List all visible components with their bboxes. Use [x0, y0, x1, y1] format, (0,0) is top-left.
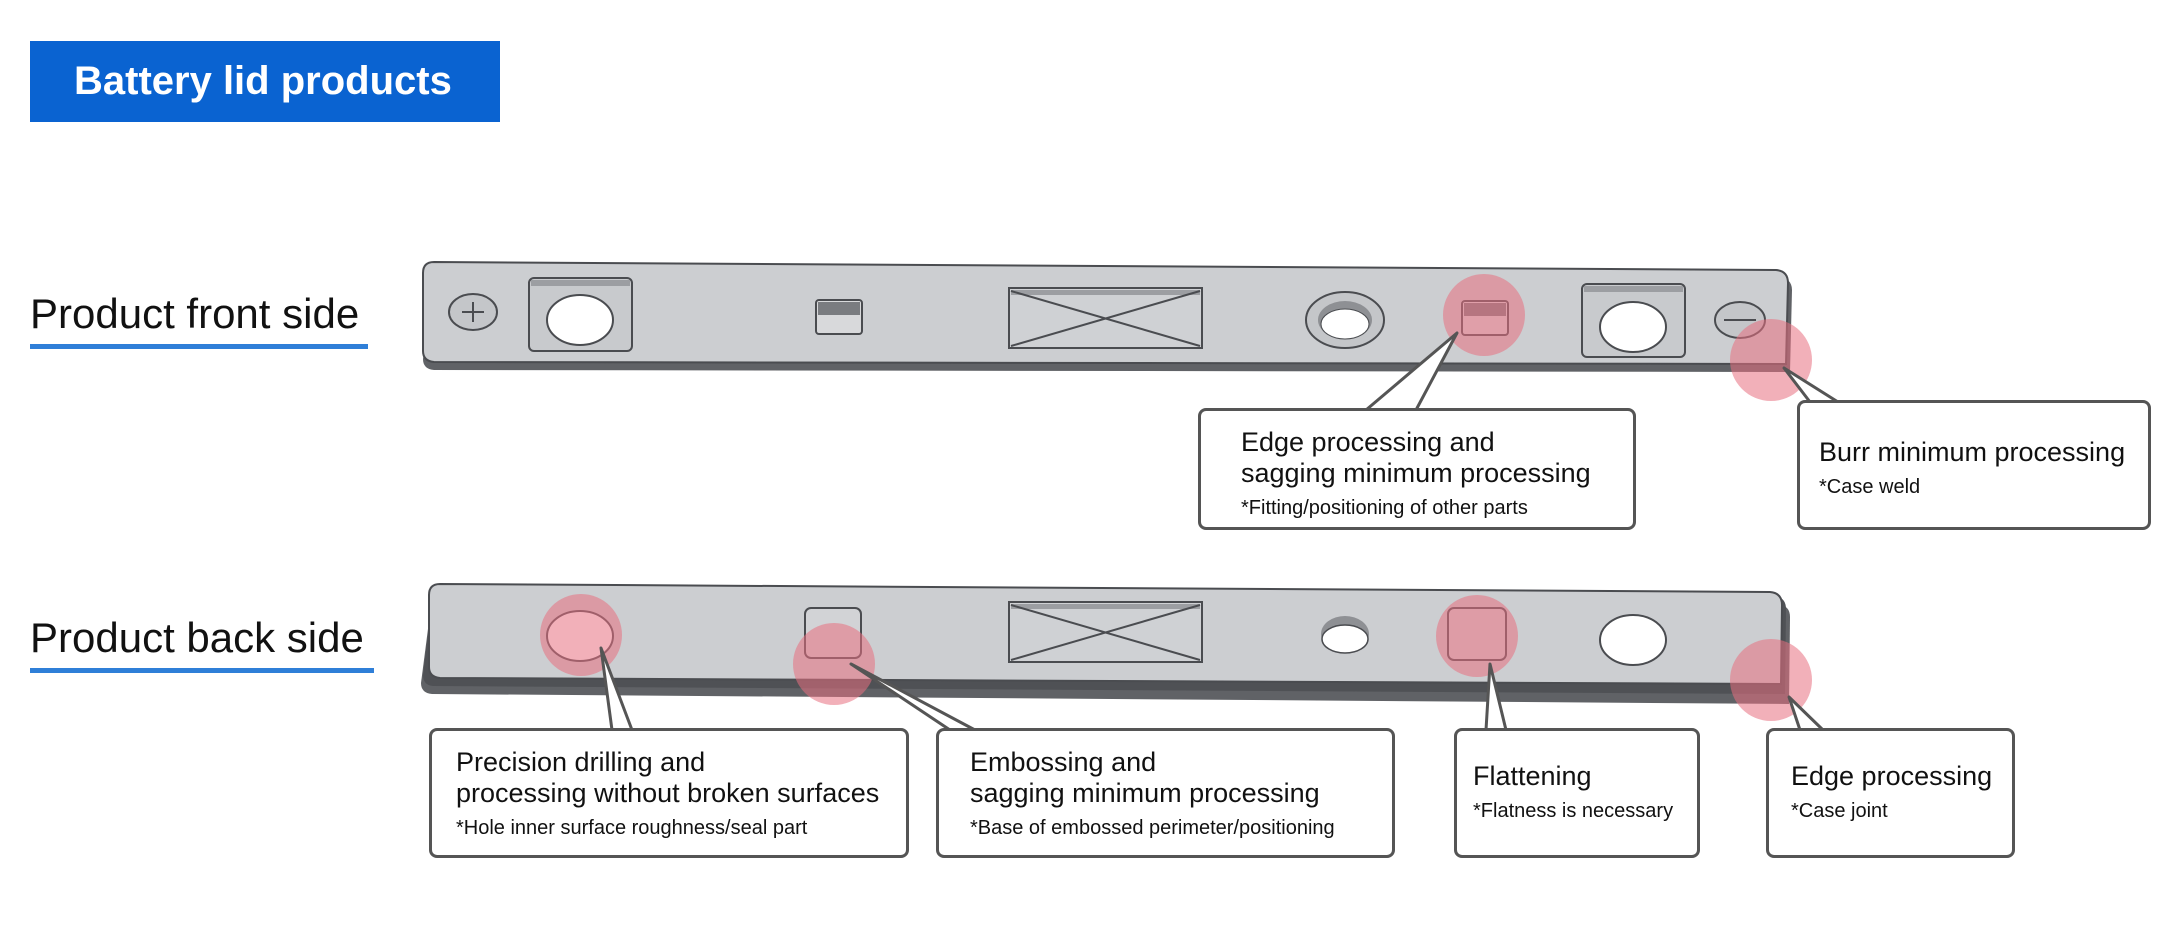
callout-burr: Burr minimum processing *Case weld — [1797, 400, 2151, 530]
callout-heading: Burr minimum processing — [1819, 437, 2126, 467]
front-terminal-left — [528, 277, 633, 352]
callout-note: *Hole inner surface roughness/seal part — [456, 817, 808, 839]
callout-note: *Case weld — [1819, 476, 1921, 498]
callout-note: *Fitting/positioning of other parts — [1241, 497, 1528, 519]
highlight-back-emboss — [793, 623, 875, 705]
callout-heading: Precision drilling and processing withou… — [456, 747, 880, 808]
front-terminal-right — [1581, 283, 1686, 358]
highlight-markers — [540, 274, 1812, 721]
front-small-tab — [815, 299, 863, 335]
callout-note: *Flatness is necessary — [1473, 800, 1674, 822]
back-x-panel — [1008, 601, 1203, 663]
callout-heading: Edge processing — [1791, 761, 1993, 791]
front-x-panel — [1008, 287, 1203, 349]
callout-edge: Edge processing *Case joint — [1766, 728, 2015, 858]
front-side-label: Product front side — [30, 290, 368, 349]
highlight-back-flatten — [1436, 595, 1518, 677]
back-plate — [421, 582, 1790, 704]
callout-embossing: Embossing and sagging minimum processing… — [936, 728, 1395, 858]
callout-heading: Embossing and sagging minimum processing — [970, 747, 1320, 808]
callout-edge-sagging: Edge processing and sagging minimum proc… — [1198, 408, 1636, 530]
screw-icon — [448, 293, 498, 331]
front-ring-hole — [1305, 291, 1385, 349]
front-plate — [422, 260, 1792, 372]
callout-note: *Base of embossed perimeter/positioning — [970, 817, 1335, 839]
back-right-hole — [1599, 614, 1667, 666]
callout-heading: Edge processing and sagging minimum proc… — [1241, 427, 1591, 488]
highlight-front-edge — [1730, 319, 1812, 401]
callout-flattening: Flattening *Flatness is necessary — [1454, 728, 1700, 858]
title-badge: Battery lid products — [30, 41, 500, 122]
callout-note: *Case joint — [1791, 800, 1888, 822]
callout-drilling: Precision drilling and processing withou… — [429, 728, 909, 858]
back-small-hole — [1321, 616, 1369, 654]
page-title: Battery lid products — [74, 59, 452, 103]
highlight-front-emboss — [1443, 274, 1525, 356]
highlight-back-hole — [540, 594, 622, 676]
back-side-label: Product back side — [30, 614, 374, 673]
callout-heading: Flattening — [1473, 761, 1592, 791]
